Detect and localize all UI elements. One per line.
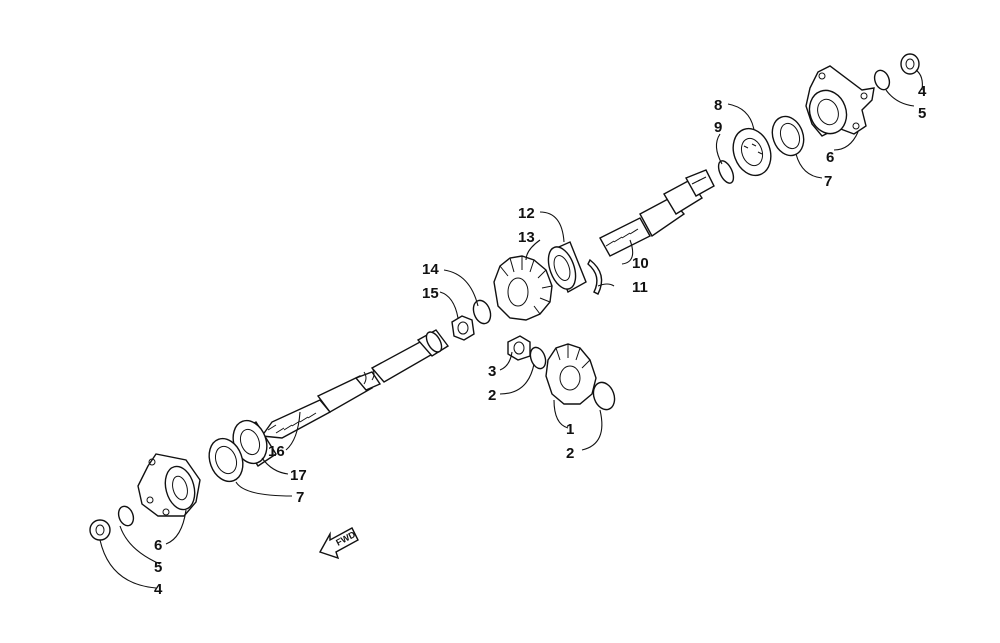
callout-labels: 4 5 6 7 8 9 10 11 12 13 14 15 3 2 1 2 16… [154,83,927,598]
pinion-gear [545,343,597,405]
top-nut [900,53,920,75]
washer-2-lower [592,381,616,411]
callout-7-top: 7 [824,173,832,190]
callout-8: 8 [714,97,722,114]
o-ring [717,160,735,184]
callout-4-bottom: 4 [154,581,163,598]
bottom-hub-flange [137,453,201,517]
callout-1: 1 [566,421,574,438]
leader-lines [99,69,923,589]
top-seal [771,115,805,157]
callout-2-left: 2 [488,387,496,404]
pinion-shaft [599,169,715,257]
callout-13: 13 [518,229,535,246]
fwd-arrow-icon: FWD [318,527,359,560]
bottom-nut [89,519,111,541]
callout-3: 3 [488,363,496,380]
callout-12: 12 [518,205,535,222]
washer-2-upper [529,346,547,370]
bottom-washer [117,505,135,527]
callout-17: 17 [290,467,307,484]
top-washer [873,69,891,91]
callout-9: 9 [714,119,722,136]
nut-15 [451,315,475,341]
callout-14: 14 [422,261,439,278]
callout-7-bottom: 7 [296,489,304,506]
lower-bearing [232,419,277,467]
callout-5-bottom: 5 [154,559,162,576]
lower-seal [208,437,244,483]
washer-14 [472,299,492,325]
top-bearing [732,127,772,177]
callout-6-top: 6 [826,149,834,166]
snap-ring [587,258,603,295]
callout-5-top: 5 [918,105,926,122]
callout-15: 15 [422,285,439,302]
ring-gear [493,255,553,321]
callout-4-top: 4 [918,83,927,100]
callout-6-bottom: 6 [154,537,162,554]
callout-11: 11 [632,279,648,296]
callout-16: 16 [268,443,285,460]
output-shaft [260,329,450,439]
callout-10: 10 [632,255,649,272]
top-hub-flange [805,65,875,137]
callout-2-bottom: 2 [566,445,574,462]
pinion-bearing [547,241,587,294]
